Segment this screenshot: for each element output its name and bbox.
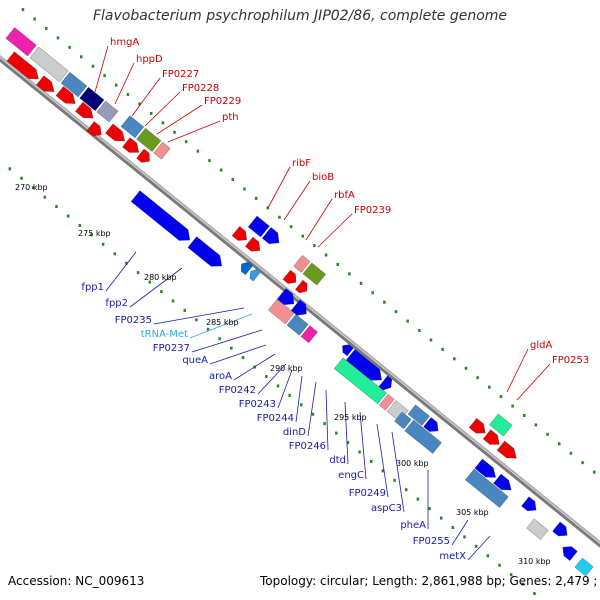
- ruler-label: 290 kbp: [270, 364, 303, 373]
- gene-arrow-FP0242[interactable]: [286, 314, 309, 336]
- gene-arrow-rev-d[interactable]: [526, 518, 549, 540]
- gene-label-FP0249[interactable]: FP0249: [349, 488, 386, 499]
- gene-label-FP0239[interactable]: FP0239: [354, 205, 391, 216]
- gene-arrow-fwd-s[interactable]: [282, 269, 297, 284]
- gene-arrow-engC[interactable]: [379, 393, 395, 411]
- gene-label-FP0237[interactable]: FP0237: [153, 343, 190, 354]
- gene-arrow-fwd-j[interactable]: [86, 121, 102, 136]
- gene-arrow-fwd-a[interactable]: [5, 27, 37, 57]
- gene-arrow-fwd-e[interactable]: [96, 100, 119, 123]
- ruler-label: 280 kbp: [144, 273, 177, 282]
- label-lines: [94, 45, 551, 561]
- gene-label-queA[interactable]: queA: [182, 355, 208, 366]
- gene-arrow-rev-b[interactable]: [493, 473, 512, 491]
- gene-label-rbfA[interactable]: rbfA: [334, 190, 355, 201]
- gene-label-aroA[interactable]: aroA: [209, 371, 232, 382]
- gene-arrow-fwd-i[interactable]: [75, 101, 94, 119]
- gene-arrow-FP0239[interactable]: [245, 236, 261, 252]
- gene-arrow-fwd-p[interactable]: [153, 141, 171, 160]
- gene-arrow-rev-c[interactable]: [521, 496, 537, 512]
- gene-label-tRNA-Met[interactable]: tRNA-Met: [141, 329, 188, 340]
- gene-arrow-fwd-l[interactable]: [122, 137, 139, 153]
- gene-arrow-rev-f[interactable]: [562, 546, 578, 561]
- ruler-label: 310 kbp: [518, 557, 551, 566]
- gene-label-aspC3[interactable]: aspC3: [371, 503, 402, 514]
- gene-arrow-fwd-t[interactable]: [295, 279, 308, 294]
- gene-arrow-fwd-h[interactable]: [55, 86, 76, 104]
- gene-label-FP0244[interactable]: FP0244: [257, 413, 294, 424]
- gene-arrow-FP0253a[interactable]: [468, 418, 486, 434]
- gene-label-ribF[interactable]: ribF: [292, 158, 311, 169]
- gene-arrow-FP0244[interactable]: [342, 344, 354, 357]
- gene-label-FP0243[interactable]: FP0243: [239, 399, 276, 410]
- accession-text: Accession: NC_009613: [8, 574, 145, 588]
- gene-arrow-fwd-m[interactable]: [136, 148, 150, 163]
- gene-label-hmgA[interactable]: hmgA: [110, 37, 139, 48]
- gene-arrow-fwd-g[interactable]: [36, 75, 55, 92]
- tick-dots: [8, 8, 596, 596]
- ruler-label: 275 kbp: [78, 229, 111, 238]
- gene-arrow-FP0235[interactable]: [241, 261, 254, 276]
- ruler-labels: 270 kbp 275 kbp 280 kbp 285 kbp 290 kbp 295 k…: [15, 183, 551, 566]
- gene-label-fpp1[interactable]: fpp1: [81, 282, 104, 293]
- gene-label-engC[interactable]: engC: [338, 470, 364, 481]
- gene-arrow-pheA[interactable]: [423, 417, 439, 432]
- gene-arrow-fwd-f[interactable]: [6, 51, 39, 80]
- ruler-label: 300 kbp: [396, 459, 429, 468]
- gene-arrow-rbfA[interactable]: [231, 226, 247, 241]
- ruler-label: 305 kbp: [456, 508, 489, 517]
- gene-arrow-fwd-n[interactable]: [120, 115, 145, 139]
- ruler-label: 285 kbp: [206, 318, 239, 327]
- gene-arrow-fwd-c[interactable]: [60, 71, 88, 98]
- gene-arrow-fwd-r[interactable]: [302, 262, 326, 286]
- gene-label-pth[interactable]: pth: [222, 112, 239, 123]
- gene-label-FP0255[interactable]: FP0255: [413, 536, 450, 547]
- gene-arrow-fwd-d[interactable]: [79, 87, 105, 111]
- gene-label-FP0253[interactable]: FP0253: [552, 355, 589, 366]
- gene-arrow-fwd-q[interactable]: [293, 255, 311, 273]
- gene-arrow-ribF[interactable]: [248, 215, 270, 238]
- features: [5, 27, 594, 577]
- gene-arrow-tRNA-Met[interactable]: [249, 268, 261, 282]
- gene-arrow-FP0255a[interactable]: [394, 411, 412, 430]
- gene-arrow-fpp1[interactable]: [130, 190, 191, 241]
- gene-arrow-bioB[interactable]: [261, 227, 280, 244]
- gene-label-gldA[interactable]: gldA: [530, 340, 552, 351]
- ruler-label: 270 kbp: [15, 183, 48, 192]
- gene-label-metX[interactable]: metX: [439, 551, 466, 562]
- gene-label-FP0227[interactable]: FP0227: [162, 69, 199, 80]
- gene-label-FP0235[interactable]: FP0235: [115, 315, 152, 326]
- gene-arrow-rev-g[interactable]: [574, 557, 594, 577]
- gene-arrow-metX[interactable]: [465, 468, 509, 508]
- gene-label-FP0242[interactable]: FP0242: [219, 385, 256, 396]
- gene-arrow-fpp2[interactable]: [187, 236, 222, 267]
- gene-label-fpp2[interactable]: fpp2: [105, 298, 128, 309]
- gene-arrow-FP0255b[interactable]: [404, 419, 442, 454]
- gene-arrow-fwd-k[interactable]: [105, 123, 125, 142]
- map-title: Flavobacterium psychrophilum JIP02/86, c…: [92, 8, 508, 24]
- topology-text: Topology: circular; Length: 2,861,988 bp…: [260, 574, 598, 588]
- ruler-label: 295 kbp: [334, 413, 367, 422]
- gene-label-FP0229[interactable]: FP0229: [204, 96, 241, 107]
- gene-label-FP0228[interactable]: FP0228: [182, 83, 219, 94]
- gene-arrow-rev-e[interactable]: [552, 521, 568, 537]
- gene-arrow-aroA[interactable]: [268, 299, 295, 325]
- gene-arrow-fwd-b[interactable]: [29, 46, 69, 83]
- gene-arrow-fwd-o[interactable]: [136, 128, 162, 152]
- gene-label-hppD[interactable]: hppD: [136, 54, 163, 65]
- gene-arrow-dtd[interactable]: [334, 357, 387, 405]
- gene-arrow-FP0253c[interactable]: [496, 440, 517, 459]
- gene-label-bioB[interactable]: bioB: [312, 172, 334, 183]
- gene-label-dtd[interactable]: dtd: [329, 455, 346, 466]
- gene-arrow-gldA[interactable]: [489, 413, 513, 437]
- gene-label-FP0246[interactable]: FP0246: [289, 441, 326, 452]
- gene-arrow-aspC3[interactable]: [407, 404, 430, 426]
- gene-label-dinD[interactable]: dinD: [283, 427, 306, 438]
- gene-arrow-rev-a[interactable]: [474, 458, 496, 478]
- gene-arrow-FP0243[interactable]: [300, 325, 318, 344]
- gene-label-pheA[interactable]: pheA: [400, 520, 426, 531]
- gene-arrow-FP0253b[interactable]: [482, 429, 500, 445]
